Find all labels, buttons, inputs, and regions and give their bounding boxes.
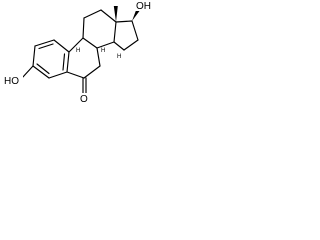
label-bg-ho — [3, 75, 23, 86]
bond-c7-c8 — [96, 47, 101, 67]
bond-c13-c17 — [115, 20, 133, 23]
bond-c1-c2 — [34, 39, 55, 47]
bond-c5-c6 — [66, 71, 85, 79]
methyl-wedge-c18 — [113, 6, 118, 22]
label-bg-oh — [135, 0, 153, 11]
phenol-oxygen-label: HO — [4, 76, 19, 87]
bond-c9-c11 — [82, 17, 85, 39]
ring-d — [113, 20, 139, 51]
bond-c5-c10 — [66, 51, 70, 73]
aromatic-double-c5-c10 — [62, 53, 66, 71]
bond-c2-c3 — [32, 45, 36, 67]
hydroxyl-wedge-c17 — [132, 9, 140, 21]
ring-b — [66, 37, 101, 79]
bond-c15-c14 — [113, 41, 125, 51]
steroid-structure-diagram: HO OH O H H H — [3, 0, 153, 105]
ring-c — [82, 9, 117, 49]
h-14-label: H — [117, 54, 121, 60]
hydroxyl-17-label: OH — [136, 1, 151, 12]
bond-c9-c10 — [68, 37, 84, 53]
bond-c4-c5 — [48, 71, 68, 79]
aromatic-double-c1-c2 — [38, 43, 54, 50]
bond-c3-c4 — [32, 65, 50, 79]
h-8-label: H — [101, 48, 105, 54]
bond-c12-c13 — [100, 9, 117, 23]
bond-c10-c1 — [53, 39, 70, 53]
h-9-label: H — [76, 48, 80, 54]
label-bg-o — [79, 93, 89, 104]
bond-c17-c16 — [131, 20, 139, 41]
bond-c16-c15 — [123, 39, 139, 51]
ring-a — [32, 39, 70, 79]
bond-c8-c9 — [82, 37, 98, 49]
aromatic-double-c3-c4 — [36, 63, 50, 75]
bond-c3-oxygen — [21, 65, 34, 79]
bond-c13-c14 — [113, 21, 117, 43]
ketone-oxygen-label: O — [80, 94, 88, 105]
bond-c14-c8 — [96, 41, 115, 49]
bond-c11-c12 — [83, 9, 102, 19]
bond-c6-c7 — [83, 65, 101, 79]
